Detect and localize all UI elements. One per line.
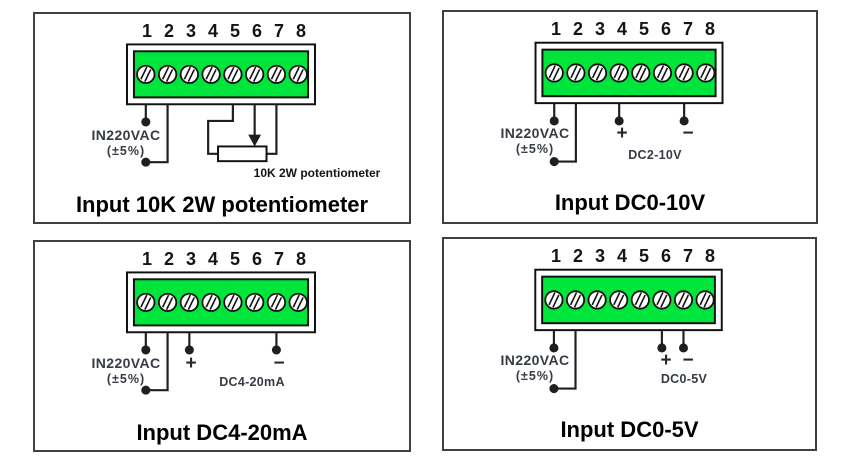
signal-range-label: DC2-10V: [628, 148, 682, 162]
power-input-label: IN220VAC: [91, 355, 161, 371]
terminal-number: 8: [295, 249, 306, 269]
terminal-number: 7: [273, 21, 284, 41]
terminal-wiring-graphic: [35, 242, 409, 395]
terminal-number: 2: [163, 21, 174, 41]
connection-dot: [549, 343, 559, 353]
signal-range-label: DC0-5V: [660, 372, 708, 386]
potentiometer-label: 10K 2W potentiometer: [253, 166, 381, 180]
terminal-number: 5: [638, 19, 649, 39]
terminal-number: 1: [550, 246, 561, 266]
tolerance-label: (±5%): [515, 369, 555, 383]
potentiometer-body: [217, 145, 268, 163]
tolerance-label: (±5%): [106, 372, 146, 386]
connection-dot: [141, 117, 151, 127]
connection-dot: [271, 345, 281, 355]
terminal-number: 3: [185, 249, 196, 269]
power-input-label: IN220VAC: [500, 125, 570, 141]
terminal-number: 8: [704, 246, 715, 266]
wire: [146, 104, 169, 164]
panel-title: Input DC4-20mA: [136, 420, 308, 445]
wiper-arrow-icon: [248, 134, 262, 147]
panel-title: Input DC0-10V: [554, 190, 706, 215]
terminal-number: 5: [638, 246, 649, 266]
terminal-number: 1: [550, 19, 561, 39]
panel-title: Input 10K 2W potentiometer: [75, 192, 369, 217]
connection-dot: [614, 116, 624, 126]
terminal-number: 4: [616, 19, 627, 39]
terminal-number: 7: [682, 19, 693, 39]
wire: [554, 330, 577, 390]
terminal-number: 4: [207, 21, 218, 41]
plus-sign: +: [616, 123, 628, 144]
wire: [555, 103, 577, 163]
connection-dot: [549, 384, 559, 394]
connection-dot: [679, 116, 689, 126]
terminal-number: 5: [229, 21, 240, 41]
wire: [207, 104, 234, 155]
plus-sign: +: [185, 353, 197, 374]
power-input-label: IN220VAC: [91, 127, 161, 143]
terminal-number: 4: [207, 249, 218, 269]
terminal-number: 2: [163, 249, 174, 269]
panel-title: Input DC0-5V: [560, 417, 699, 442]
terminal-number: 7: [273, 249, 284, 269]
power-input-label: IN220VAC: [500, 352, 570, 368]
connection-dot: [549, 157, 559, 167]
connection-dot: [549, 116, 559, 126]
terminal-number: 1: [141, 249, 152, 269]
terminal-number: 6: [660, 19, 671, 39]
terminal-wiring-graphic: [444, 239, 815, 394]
terminal-number: 8: [704, 19, 715, 39]
terminal-number: 2: [572, 19, 583, 39]
wires: [144, 104, 278, 164]
plus-sign: +: [660, 350, 672, 371]
tolerance-label: (±5%): [106, 144, 146, 158]
terminal-number: 4: [616, 246, 627, 266]
terminal-number: 7: [682, 246, 693, 266]
terminal-number: 8: [295, 21, 306, 41]
terminal-number: 1: [141, 21, 152, 41]
wire: [146, 332, 169, 392]
terminal-number: 6: [660, 246, 671, 266]
terminal-wiring-graphic: [444, 12, 816, 167]
connection-dot: [657, 343, 667, 353]
minus-sign: −: [273, 353, 285, 374]
terminal-number: 3: [185, 21, 196, 41]
minus-sign: −: [682, 123, 694, 144]
terminal-number: 2: [572, 246, 583, 266]
terminal-wiring-graphic: [35, 14, 409, 167]
terminal-number: 3: [594, 246, 605, 266]
minus-sign: −: [682, 350, 694, 371]
signal-range-label: DC4-20mA: [219, 375, 285, 389]
connection-dot: [141, 385, 151, 395]
terminal-number: 6: [251, 249, 262, 269]
tolerance-label: (±5%): [515, 142, 555, 156]
connection-dot: [141, 345, 151, 355]
wire: [266, 104, 278, 155]
connection-dot: [184, 345, 194, 355]
connection-dot: [678, 343, 688, 353]
terminal-number: 6: [251, 21, 262, 41]
connection-dot: [141, 157, 151, 167]
terminal-number: 3: [594, 19, 605, 39]
terminal-number: 5: [229, 249, 240, 269]
